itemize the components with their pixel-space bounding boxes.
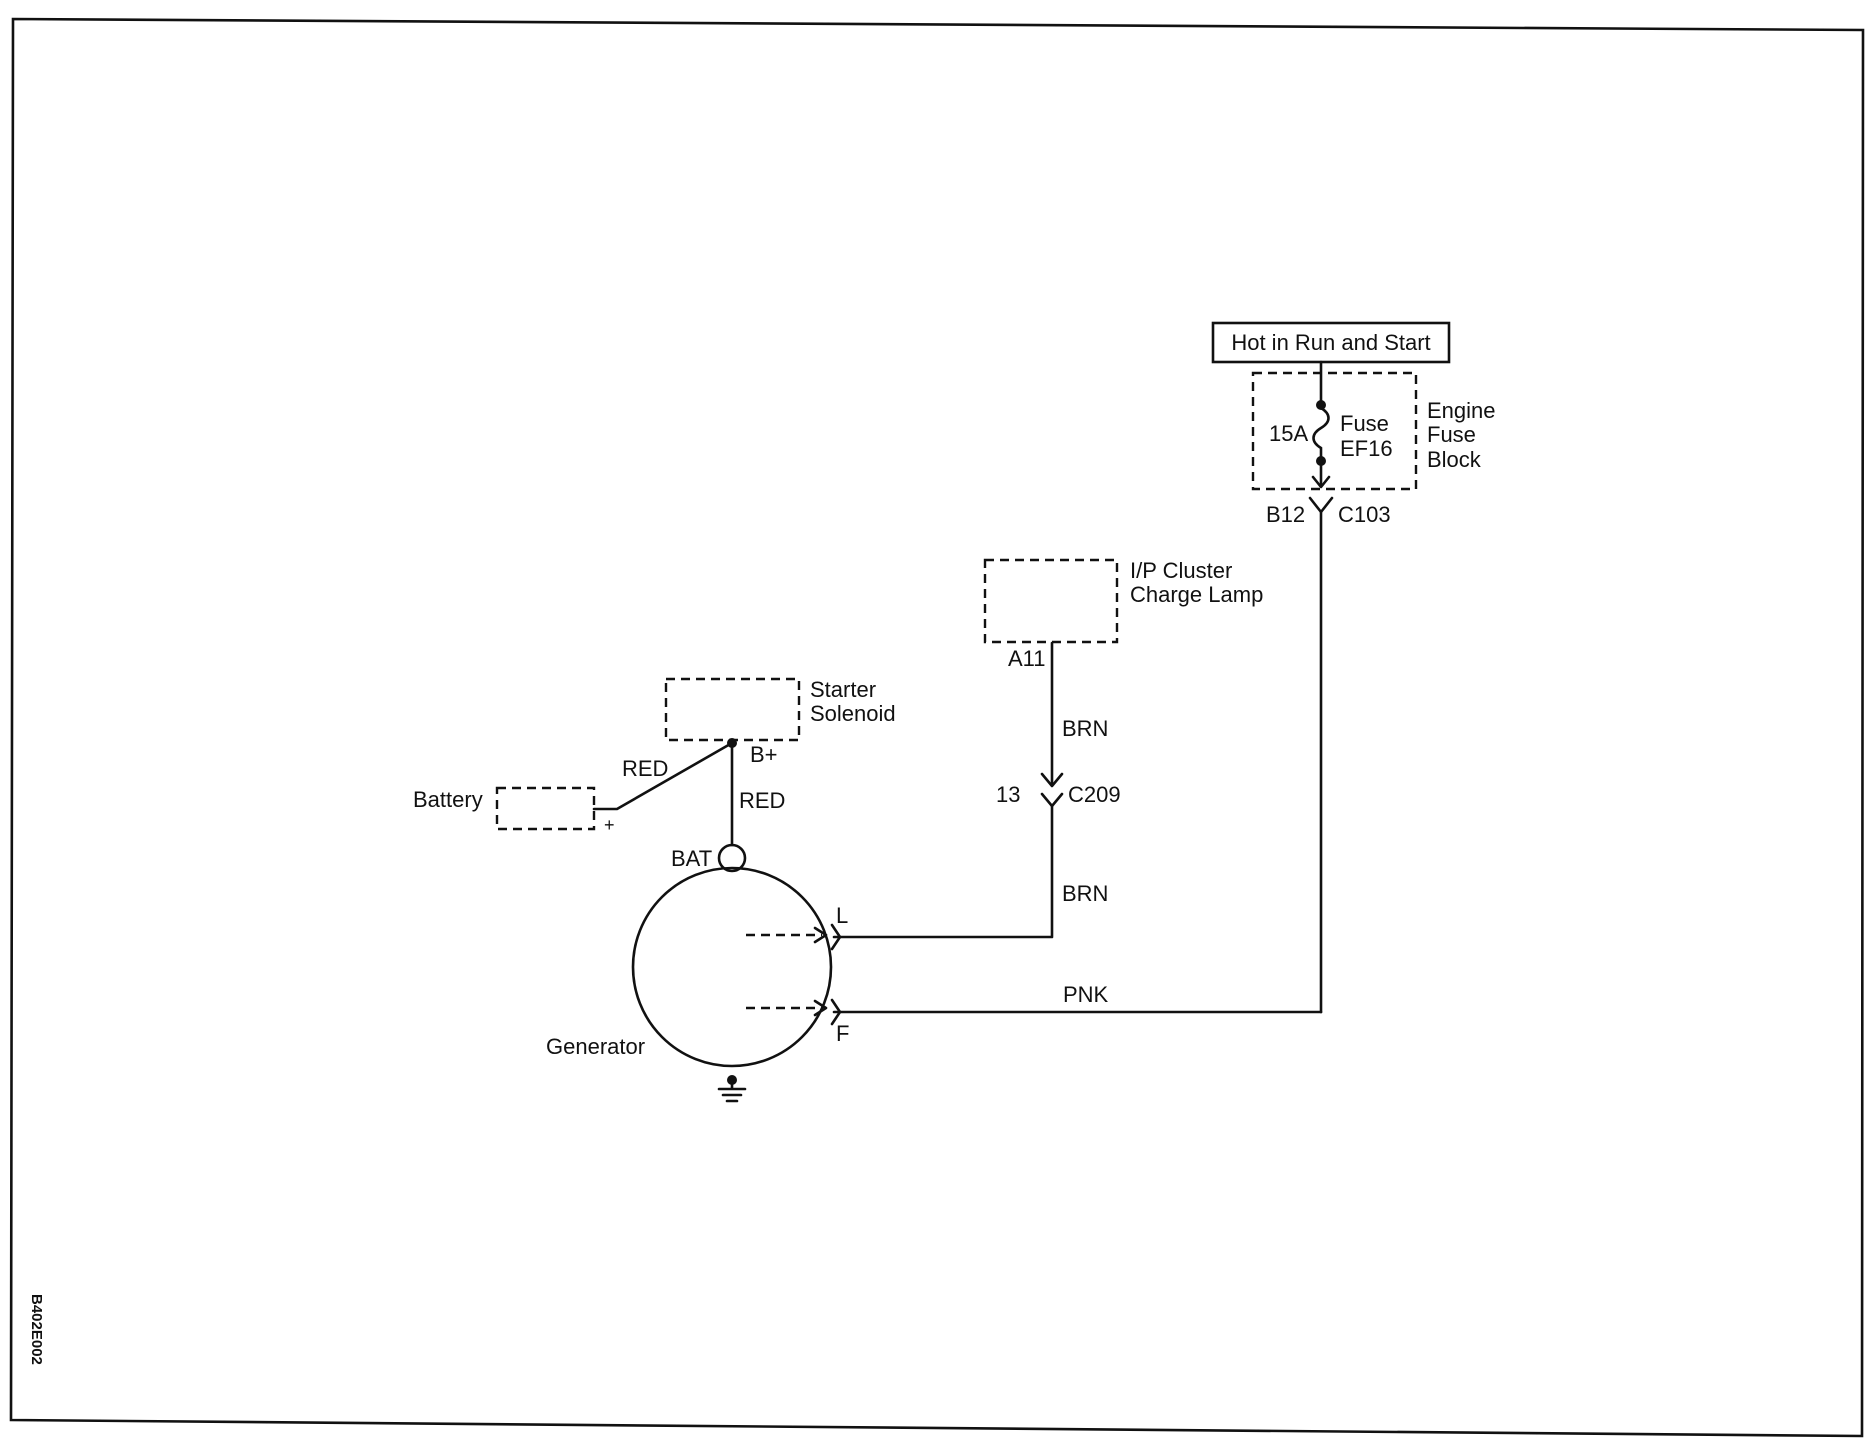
generator: BAT L F Generator [546, 843, 849, 1103]
fuse-ef16 [1311, 360, 1331, 489]
ground-icon [717, 1075, 747, 1103]
generator-label: Generator [546, 1034, 645, 1059]
wire-brn-lower-label: BRN [1062, 881, 1108, 906]
fuse-rating: 15A [1269, 421, 1308, 446]
ip-cluster-pin: A11 [1008, 646, 1046, 671]
starter-solenoid-label-line1: Starter [810, 677, 876, 702]
battery: Battery + [413, 786, 615, 835]
fuse-name-line1: Fuse [1340, 411, 1389, 436]
power-source-box: Hot in Run and Start [1211, 321, 1451, 364]
connector-c209: 13 C209 [996, 772, 1121, 808]
engine-fuse-block: Engine Fuse Block 15A Fuse EF16 [1251, 360, 1496, 491]
wire-brn-upper-label: BRN [1062, 716, 1108, 741]
ip-cluster-charge-lamp: I/P Cluster Charge Lamp A11 [983, 558, 1263, 671]
wire-red-battery [592, 741, 734, 811]
power-source-label: Hot in Run and Start [1231, 330, 1430, 355]
generator-l-terminal: L [836, 903, 848, 928]
fuse-block-label-line1: Engine [1427, 398, 1496, 423]
generator-bat-terminal: BAT [671, 846, 712, 871]
c103-id-label: C103 [1338, 502, 1391, 527]
c209-pin-label: 13 [996, 782, 1020, 807]
ip-cluster-label-line1: I/P Cluster [1130, 558, 1232, 583]
wire-brn-lower [832, 804, 1054, 939]
battery-terminal: + [604, 815, 615, 835]
starter-solenoid-terminal: B+ [750, 742, 778, 767]
wire-red-battery-label: RED [622, 756, 668, 781]
connector-c103: B12 C103 [1266, 496, 1391, 1014]
fuse-name-line2: EF16 [1340, 436, 1393, 461]
wire-pnk-label: PNK [1063, 982, 1109, 1007]
fuse-block-label-line2: Fuse [1427, 422, 1476, 447]
ip-cluster-label-line2: Charge Lamp [1130, 582, 1263, 607]
starter-solenoid: Starter Solenoid B+ [664, 677, 896, 767]
bat-terminal-ring [717, 843, 747, 873]
c103-pin-label: B12 [1266, 502, 1305, 527]
starter-solenoid-label-line2: Solenoid [810, 701, 896, 726]
c209-id-label: C209 [1068, 782, 1121, 807]
battery-label: Battery [413, 787, 483, 812]
generator-f-terminal: F [836, 1021, 849, 1046]
diagram-id: B402E002 [28, 1294, 45, 1365]
generator-body [631, 866, 833, 1068]
page-frame [9, 17, 1865, 1438]
fuse-block-label-line3: Block [1427, 447, 1482, 472]
wire-red-generator-label: RED [739, 788, 785, 813]
